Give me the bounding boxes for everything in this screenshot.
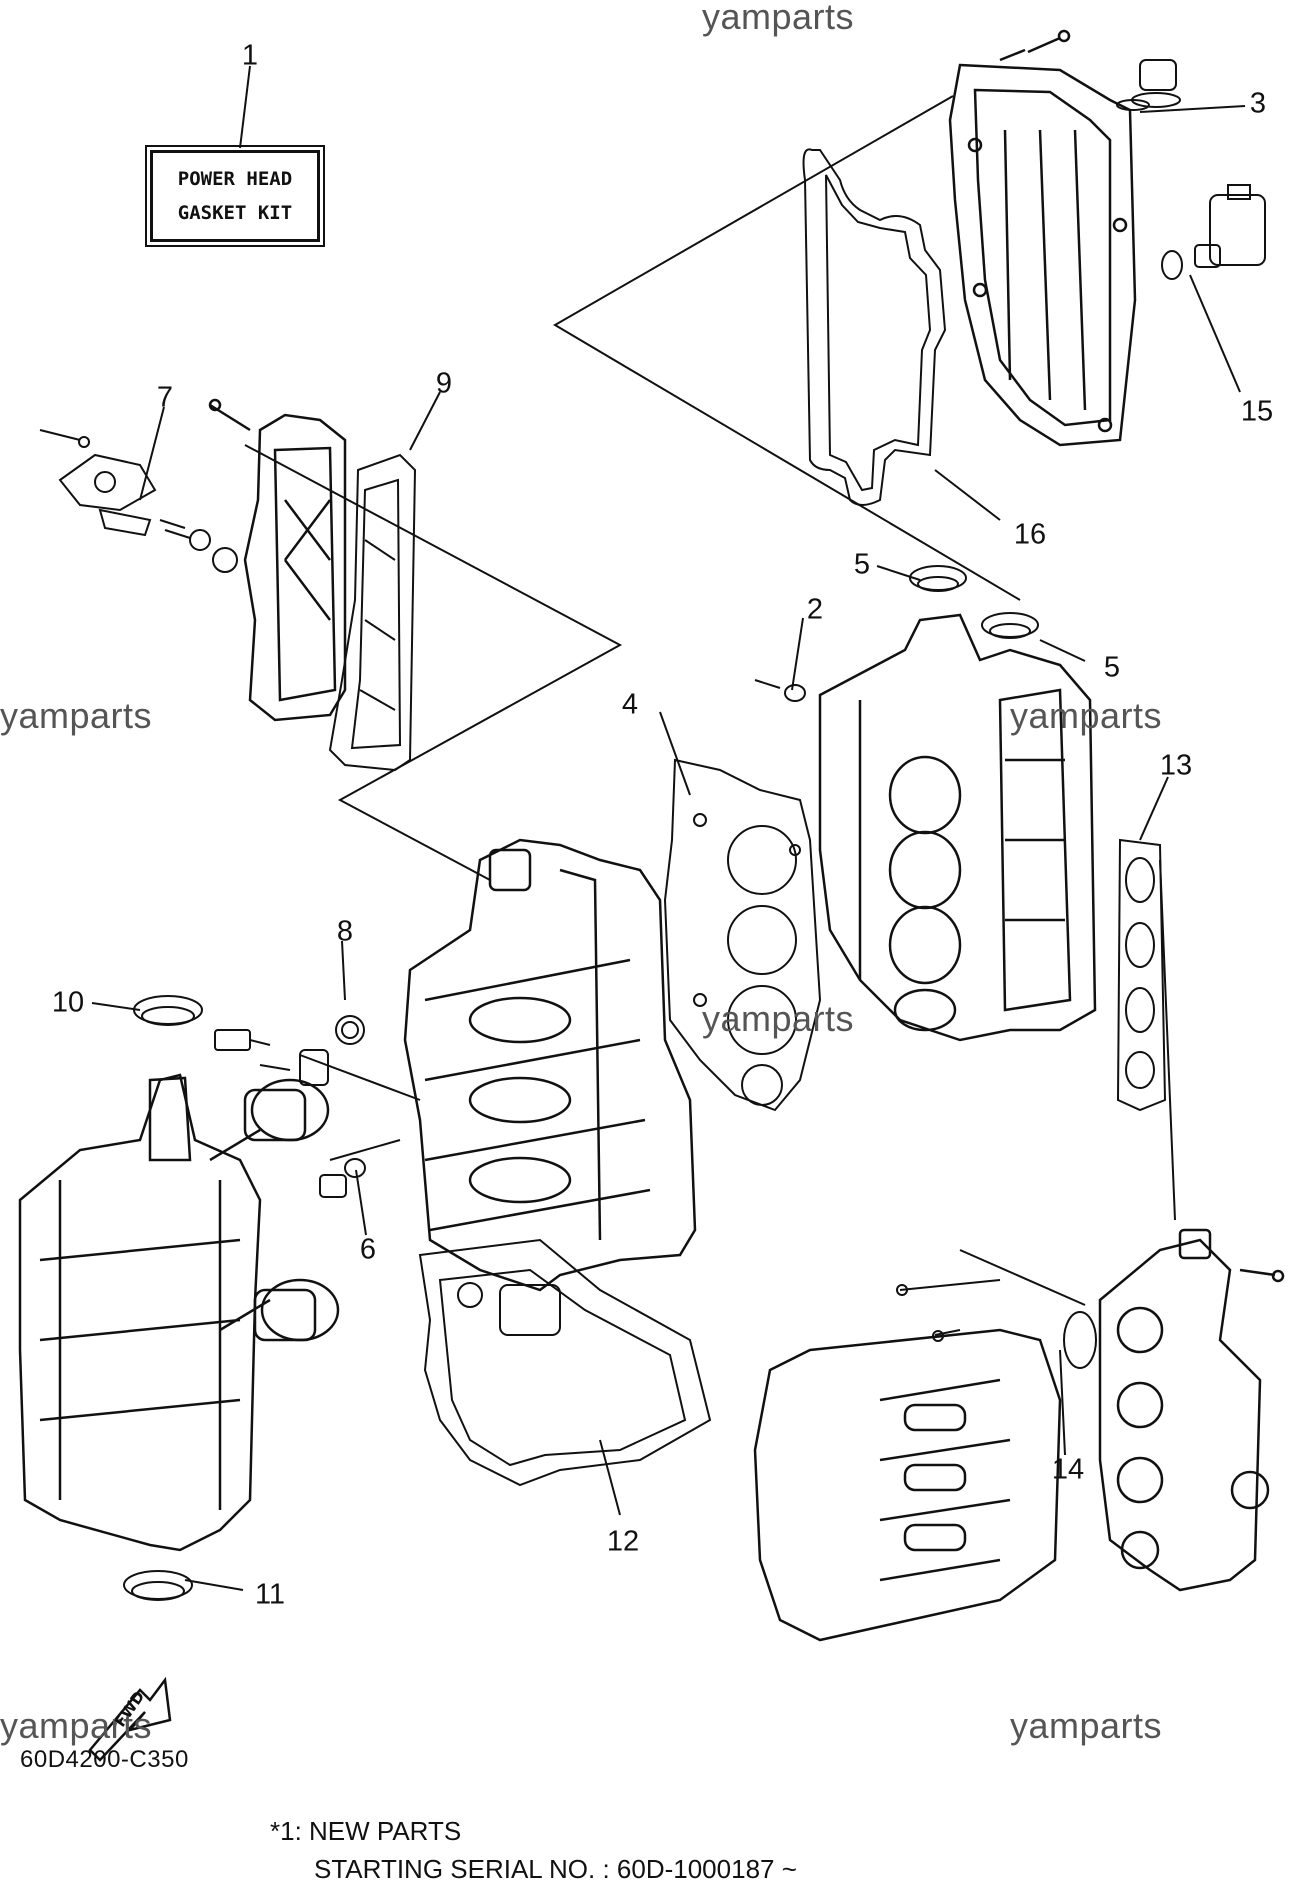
callout-3: 3 (1249, 87, 1267, 120)
callout-13: 13 (1159, 749, 1193, 782)
cylinder-head (818, 613, 1097, 1042)
oil-filler-cap (1116, 59, 1181, 111)
thermostat-assembly (39, 429, 238, 573)
note-new-parts: *1: NEW PARTS (270, 1816, 462, 1846)
diagram-code: 60D4200-C350 (20, 1746, 189, 1773)
rocker-cover (948, 29, 1137, 447)
intake-o-ring (896, 1279, 1097, 1369)
intake-manifold-gasket (1116, 838, 1167, 1112)
callout-7: 7 (156, 381, 174, 414)
callout-11: 11 (254, 1578, 286, 1611)
callout-4: 4 (621, 688, 639, 721)
kit-label-line1: POWER HEAD (177, 168, 293, 190)
callout-15: 15 (1240, 395, 1274, 428)
kit-label-line2: GASKET KIT (177, 202, 293, 224)
watermark-bottom-left: yamparts (0, 1705, 153, 1746)
callout-8: 8 (336, 915, 354, 948)
cylinder-head-gasket (663, 758, 822, 1112)
intake-silencer (753, 1328, 1062, 1642)
watermark-bottom-right: yamparts (1010, 1705, 1163, 1746)
intake-manifold (1098, 1228, 1285, 1592)
callout-1: 1 (241, 39, 259, 72)
callout-2: 2 (806, 593, 824, 626)
callout-5b: 5 (1103, 651, 1121, 684)
crank-oil-seals (123, 995, 203, 1601)
watermark-right: yamparts (1010, 695, 1163, 736)
callout-16: 16 (1013, 518, 1047, 551)
watermark-center: yamparts (702, 998, 855, 1039)
power-head-gasket-kit-label: POWER HEAD GASKET KIT (145, 145, 325, 247)
cylinder-block (403, 838, 697, 1292)
exhaust-guide-gasket (418, 1238, 712, 1487)
callout-10: 10 (51, 986, 85, 1019)
callout-9: 9 (435, 367, 453, 400)
callout-5a: 5 (853, 548, 871, 581)
callout-14: 14 (1051, 1453, 1085, 1486)
crankcase (18, 1073, 340, 1552)
watermark-top: yamparts (702, 0, 855, 37)
oil-seals-top (754, 565, 1039, 702)
fwd-arrow-icon (88, 1676, 172, 1762)
callout-12: 12 (606, 1525, 640, 1558)
exhaust-cover (208, 398, 347, 722)
watermark-left: yamparts (0, 695, 153, 736)
callout-6: 6 (359, 1233, 377, 1266)
rocker-cover-gasket (802, 148, 947, 506)
temperature-sensor (214, 1015, 366, 1198)
leader-lines (91, 65, 1246, 1591)
note-serial-number: STARTING SERIAL NO. : 60D-1000187 ~ (314, 1854, 797, 1884)
exhaust-cover-gasket (328, 453, 417, 772)
cam-position-sensor (1161, 184, 1266, 280)
